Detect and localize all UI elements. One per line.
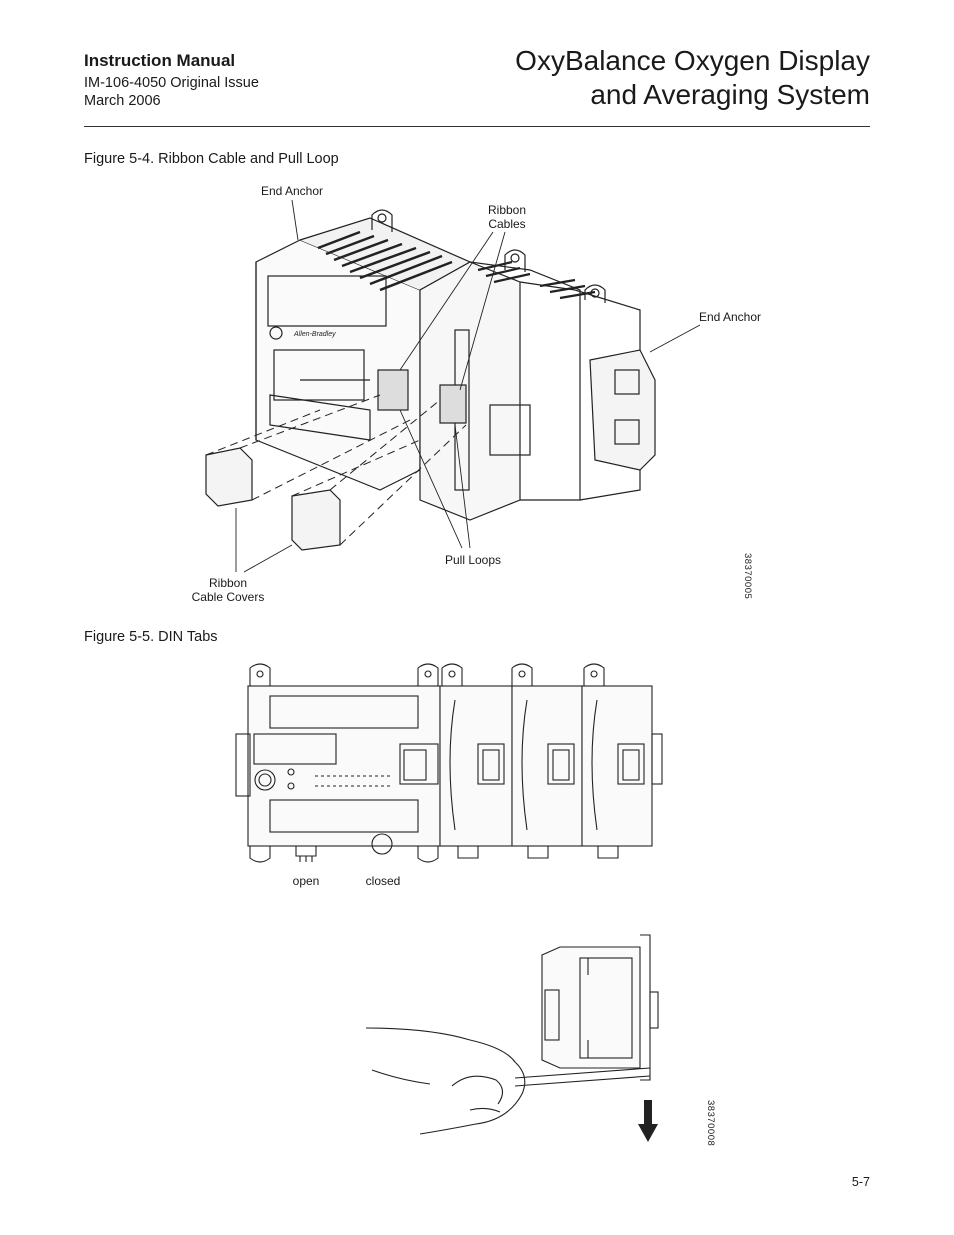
document-title-line2: and Averaging System (590, 79, 870, 110)
figure-5-5-drawing-id: 38370008 (705, 1100, 716, 1147)
manual-label: Instruction Manual (84, 51, 236, 70)
label-ribbon-cable-covers-line1: Ribbon (208, 576, 248, 590)
label-ribbon-cables-line2: Cables (488, 217, 526, 231)
label-closed: closed (365, 874, 401, 888)
svg-text:Allen-Bradley: Allen-Bradley (293, 331, 336, 338)
label-ribbon-cable-covers: Ribbon Cable Covers (178, 576, 278, 604)
document-title: OxyBalance Oxygen Display and Averaging … (515, 44, 870, 112)
label-open: open (292, 874, 320, 888)
label-end-anchor-right: End Anchor (698, 310, 762, 324)
figure-5-5-caption: Figure 5-5. DIN Tabs (84, 629, 218, 645)
label-ribbon-cables: Ribbon Cables (472, 203, 542, 231)
label-end-anchor-left: End Anchor (260, 184, 324, 198)
label-pull-loops: Pull Loops (444, 553, 502, 567)
header-rule (84, 126, 870, 127)
doc-date: March 2006 (84, 93, 161, 109)
label-ribbon-cables-line1: Ribbon (487, 203, 527, 217)
figure-5-4-caption: Figure 5-4. Ribbon Cable and Pull Loop (84, 151, 339, 167)
page-number: 5-7 (851, 1175, 870, 1189)
document-title-line1: OxyBalance Oxygen Display (515, 45, 870, 76)
down-arrow-icon (638, 1100, 658, 1142)
doc-number: IM-106-4050 Original Issue (84, 75, 259, 91)
label-ribbon-cable-covers-line2: Cable Covers (191, 590, 265, 604)
